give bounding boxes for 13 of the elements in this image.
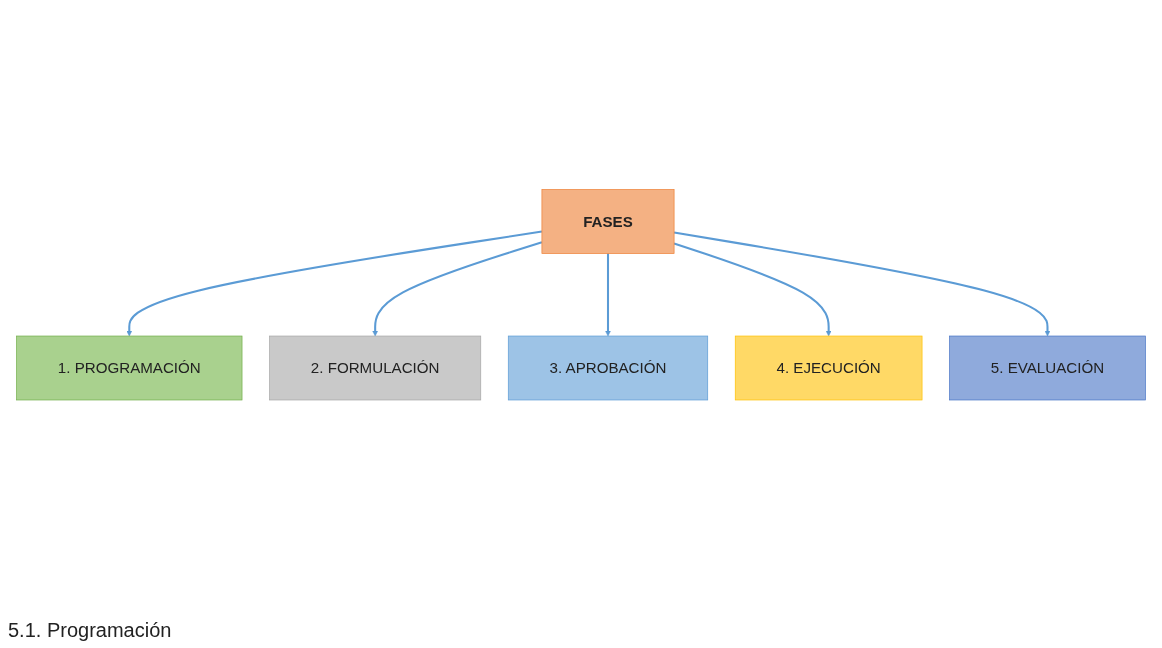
node-box — [269, 335, 482, 401]
arrow — [673, 242, 832, 337]
node-box — [541, 189, 675, 255]
phases-diagram: FASES 1. PROGRAMACIÓN 2. FORMULACIÓN 3. APROBACIÓN 4. EJECUCIÓN 5. EVALUACIÓN — [11, 184, 1151, 406]
node-box — [507, 335, 709, 401]
node-box — [734, 335, 923, 401]
section-heading: 5.1. Programación — [8, 619, 172, 642]
arrow — [605, 253, 612, 337]
arrow — [126, 230, 543, 337]
node-box — [16, 335, 243, 401]
node-box — [949, 335, 1146, 401]
arrow — [673, 231, 1051, 337]
arrow — [372, 241, 543, 337]
